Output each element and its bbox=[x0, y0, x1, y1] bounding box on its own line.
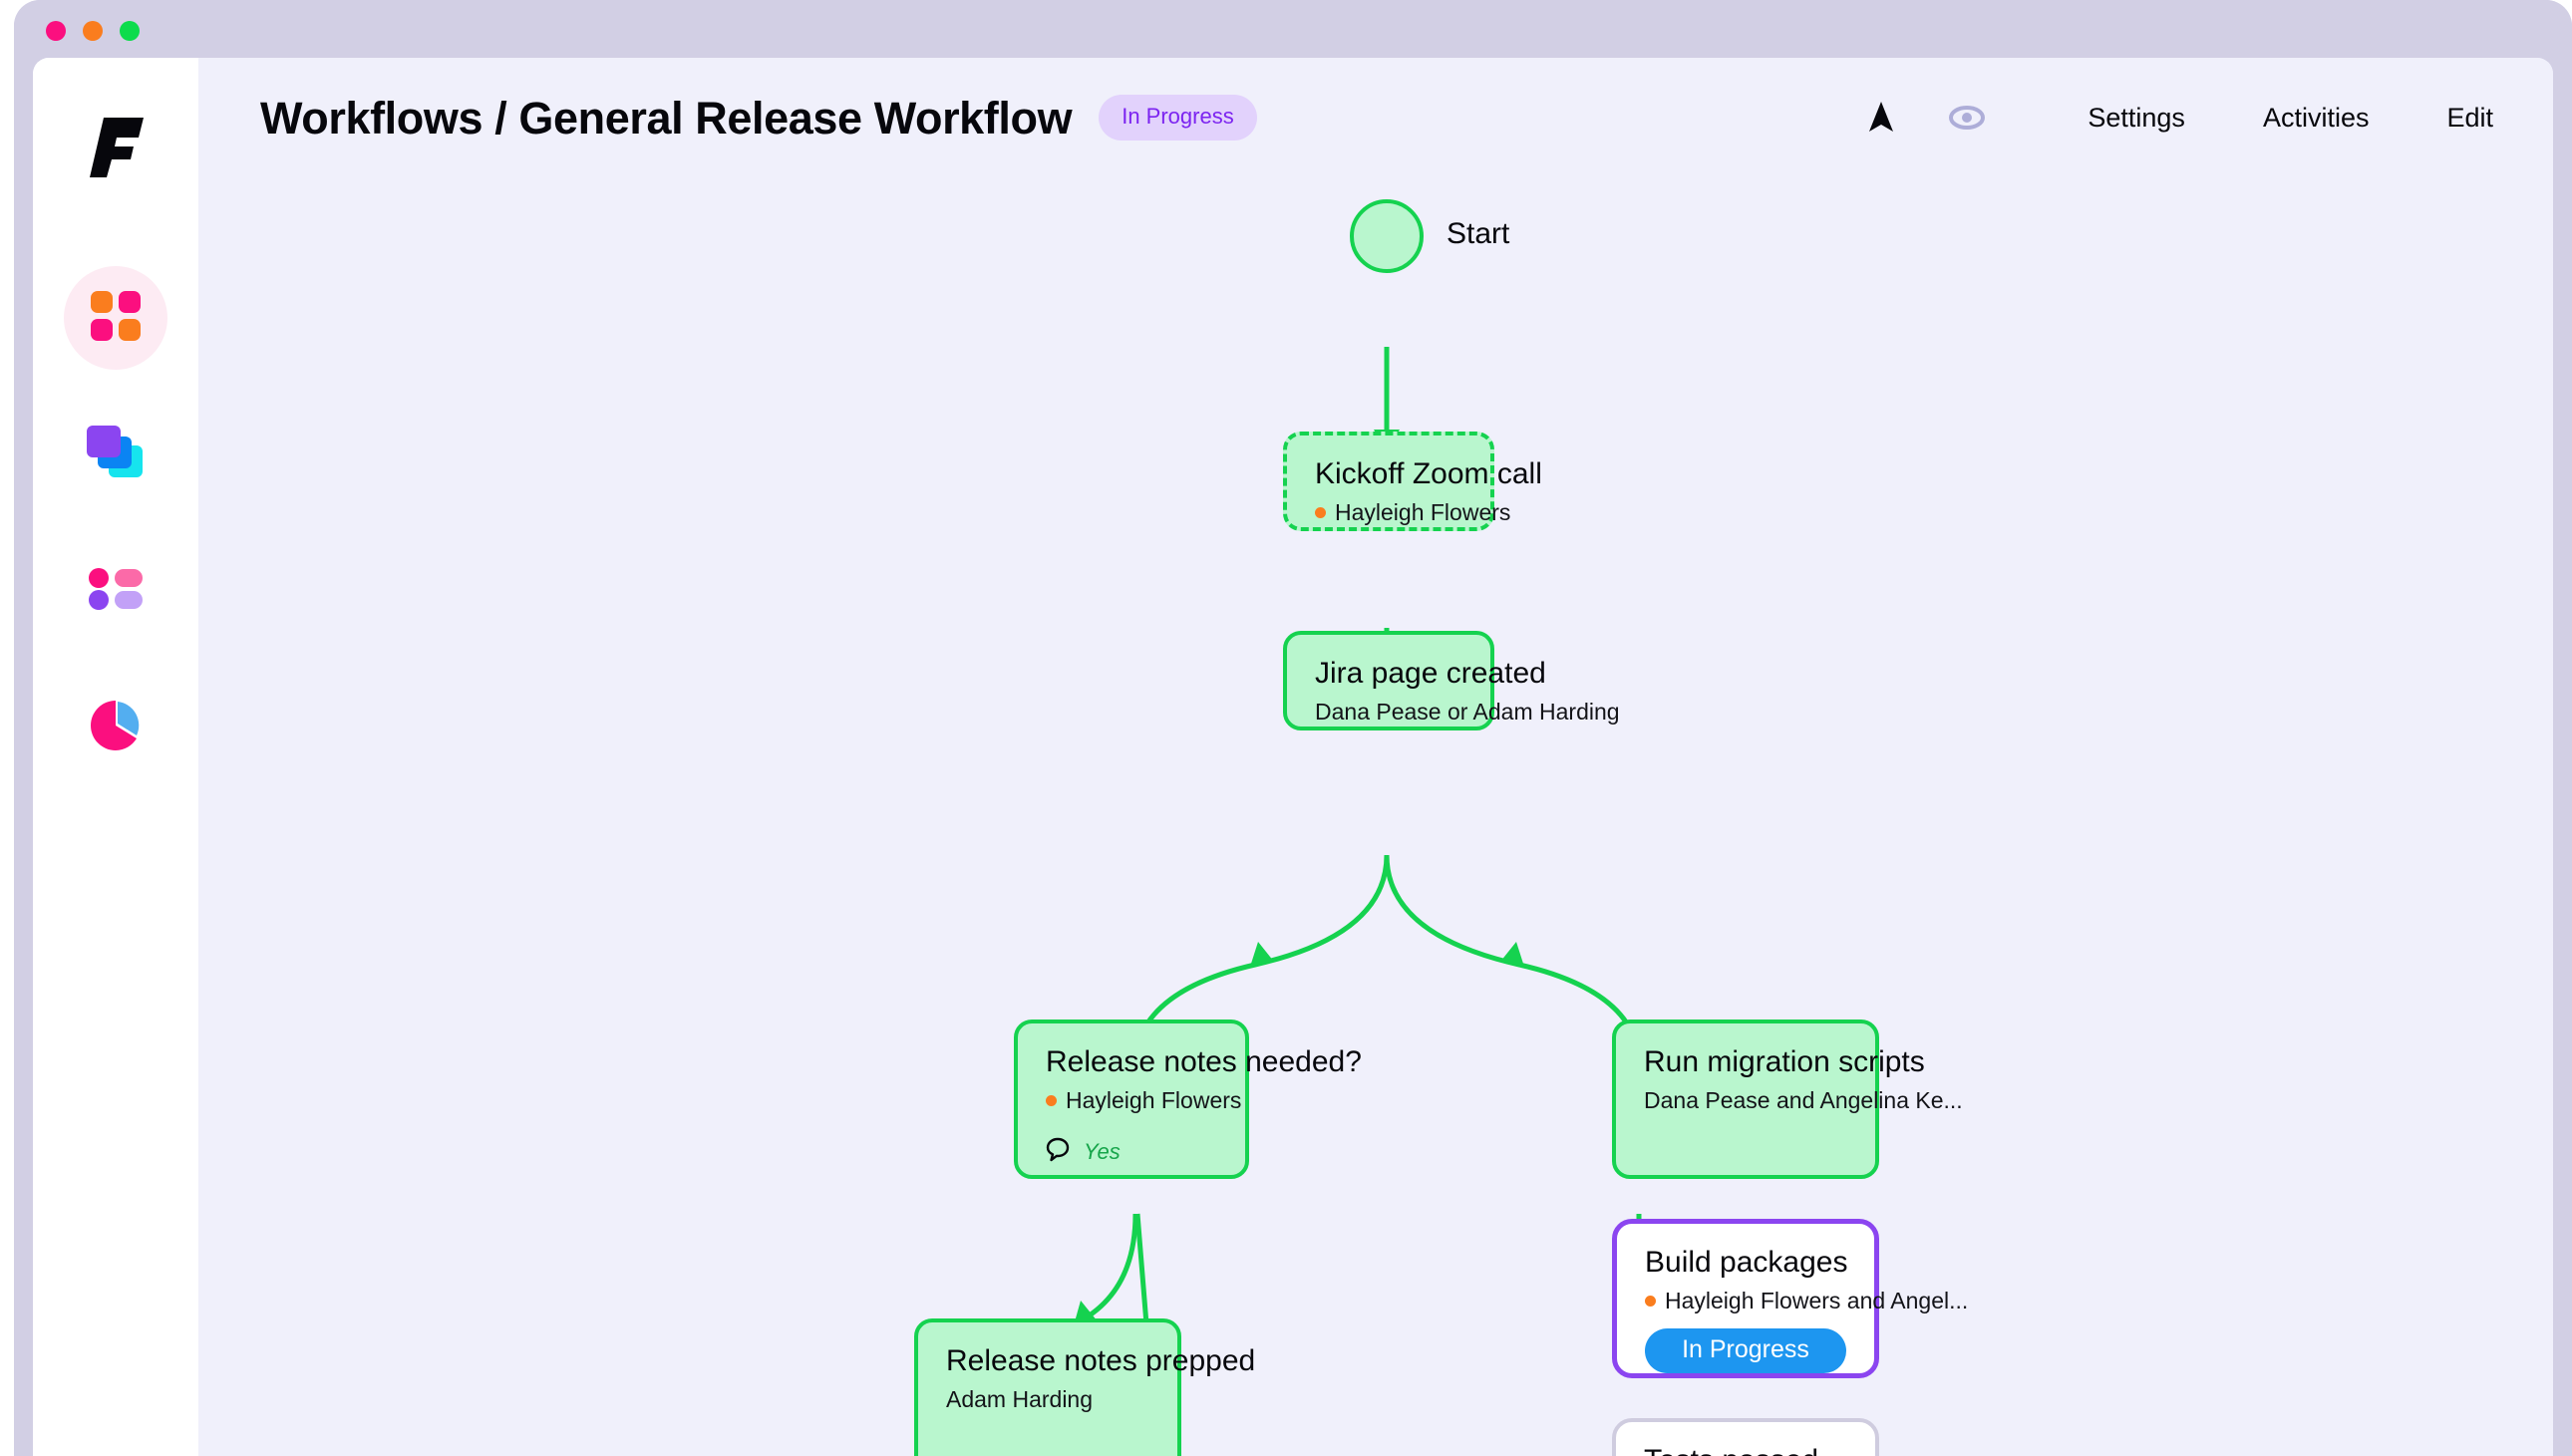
traffic-light-buttons bbox=[46, 21, 140, 41]
node-title: Release notes prepped bbox=[946, 1344, 1256, 1377]
node-assignee: Adam Harding bbox=[946, 1386, 1149, 1414]
workflow-node-release-notes-prepped[interactable]: Release notes prepped Adam Harding bbox=[914, 1318, 1256, 1456]
workflow-node-tests-passed[interactable]: Tests passed Dana Pease and Angelina Kel… bbox=[1612, 1418, 1879, 1456]
minimize-window-button[interactable] bbox=[83, 21, 103, 41]
owner-status-dot bbox=[1046, 1094, 1057, 1106]
sidebar-item-lists[interactable] bbox=[64, 539, 167, 643]
pie-chart-icon bbox=[91, 700, 141, 755]
node-title: Tests passed bbox=[1644, 1444, 1847, 1456]
workflow-node-jira[interactable]: Jira page created Dana Pease or Adam Har… bbox=[1283, 631, 1620, 730]
page-title: Workflows / General Release Workflow bbox=[260, 92, 1073, 144]
sidebar-item-reports[interactable] bbox=[64, 676, 167, 779]
workflow-node-run-migration[interactable]: Run migration scripts Dana Pease and Ang… bbox=[1612, 1019, 1963, 1179]
window-titlebar bbox=[14, 0, 2572, 58]
sidebar-nav bbox=[33, 266, 198, 779]
main-content: Workflows / General Release Workflow In … bbox=[198, 58, 2553, 1456]
navigation-arrow-icon[interactable] bbox=[1838, 88, 1924, 147]
page-header: Workflows / General Release Workflow In … bbox=[198, 58, 2553, 177]
node-assignee: Hayleigh Flowers and Angel... bbox=[1645, 1288, 1968, 1315]
node-assignee-label: Hayleigh Flowers bbox=[1335, 498, 1511, 525]
node-assignee: Hayleigh Flowers bbox=[1046, 1087, 1241, 1115]
stacked-squares-icon bbox=[87, 425, 145, 484]
node-assignee-label: Dana Pease or Adam Harding bbox=[1315, 698, 1620, 725]
workflow-node-release-notes-needed[interactable]: Release notes needed? Hayleigh Flowers bbox=[1014, 1019, 1362, 1179]
node-assignee-label: Dana Pease and Angelina Ke... bbox=[1644, 1086, 1963, 1113]
header-link-edit[interactable]: Edit bbox=[2446, 102, 2493, 133]
app-window: Workflows / General Release Workflow In … bbox=[14, 0, 2572, 1456]
sidebar-item-dashboard[interactable] bbox=[64, 266, 167, 370]
workflow-node-build-packages[interactable]: Build packages Hayleigh Flowers and Ange… bbox=[1612, 1219, 1968, 1378]
flowforma-logo-icon bbox=[90, 116, 146, 179]
status-badge: In Progress bbox=[1099, 95, 1257, 141]
node-assignee-label: Adam Harding bbox=[946, 1385, 1094, 1412]
header-link-settings[interactable]: Settings bbox=[2088, 102, 2185, 133]
close-window-button[interactable] bbox=[46, 21, 66, 41]
header-actions: Settings Activities Edit bbox=[1838, 88, 2493, 147]
workflow-node-kickoff[interactable]: Kickoff Zoom call Hayleigh Flowers bbox=[1283, 432, 1542, 531]
node-assignee: Dana Pease and Angelina Ke... bbox=[1644, 1087, 1963, 1115]
list-rows-icon bbox=[89, 567, 143, 615]
sidebar-item-projects[interactable] bbox=[64, 403, 167, 506]
maximize-window-button[interactable] bbox=[120, 21, 140, 41]
eye-icon[interactable] bbox=[1924, 88, 2010, 147]
node-assignee-label: Hayleigh Flowers and Angel... bbox=[1665, 1287, 1969, 1313]
node-title: Run migration scripts bbox=[1644, 1045, 1925, 1078]
node-title: Build packages bbox=[1645, 1246, 1848, 1279]
comment-bubble-icon bbox=[1046, 1137, 1071, 1167]
header-link-activities[interactable]: Activities bbox=[2262, 102, 2370, 133]
node-title: Release notes needed? bbox=[1046, 1045, 1362, 1078]
owner-status-dot bbox=[1315, 506, 1326, 518]
workflow-start-label: Start bbox=[1447, 217, 1510, 250]
node-assignee-label: Hayleigh Flowers bbox=[1066, 1086, 1242, 1113]
sidebar bbox=[33, 58, 198, 1456]
node-title: Jira page created bbox=[1315, 657, 1546, 690]
node-status-button[interactable]: In Progress bbox=[1645, 1328, 1846, 1374]
workflow-edges bbox=[1038, 347, 1642, 1456]
owner-status-dot bbox=[1645, 1295, 1656, 1307]
node-assignee: Hayleigh Flowers bbox=[1315, 499, 1510, 527]
comment-text: Yes bbox=[1084, 1139, 1121, 1165]
workflow-canvas[interactable]: Start Kickoff Zoom call Hayleigh Flowers… bbox=[198, 177, 2553, 1456]
node-comment[interactable]: Yes bbox=[1046, 1137, 1217, 1167]
application-root: Workflows / General Release Workflow In … bbox=[33, 58, 2553, 1456]
node-title: Kickoff Zoom call bbox=[1315, 457, 1542, 490]
workflow-start-node[interactable] bbox=[1350, 199, 1424, 273]
node-assignee: Dana Pease or Adam Harding bbox=[1315, 699, 1620, 727]
grid-four-squares-icon bbox=[90, 290, 142, 347]
